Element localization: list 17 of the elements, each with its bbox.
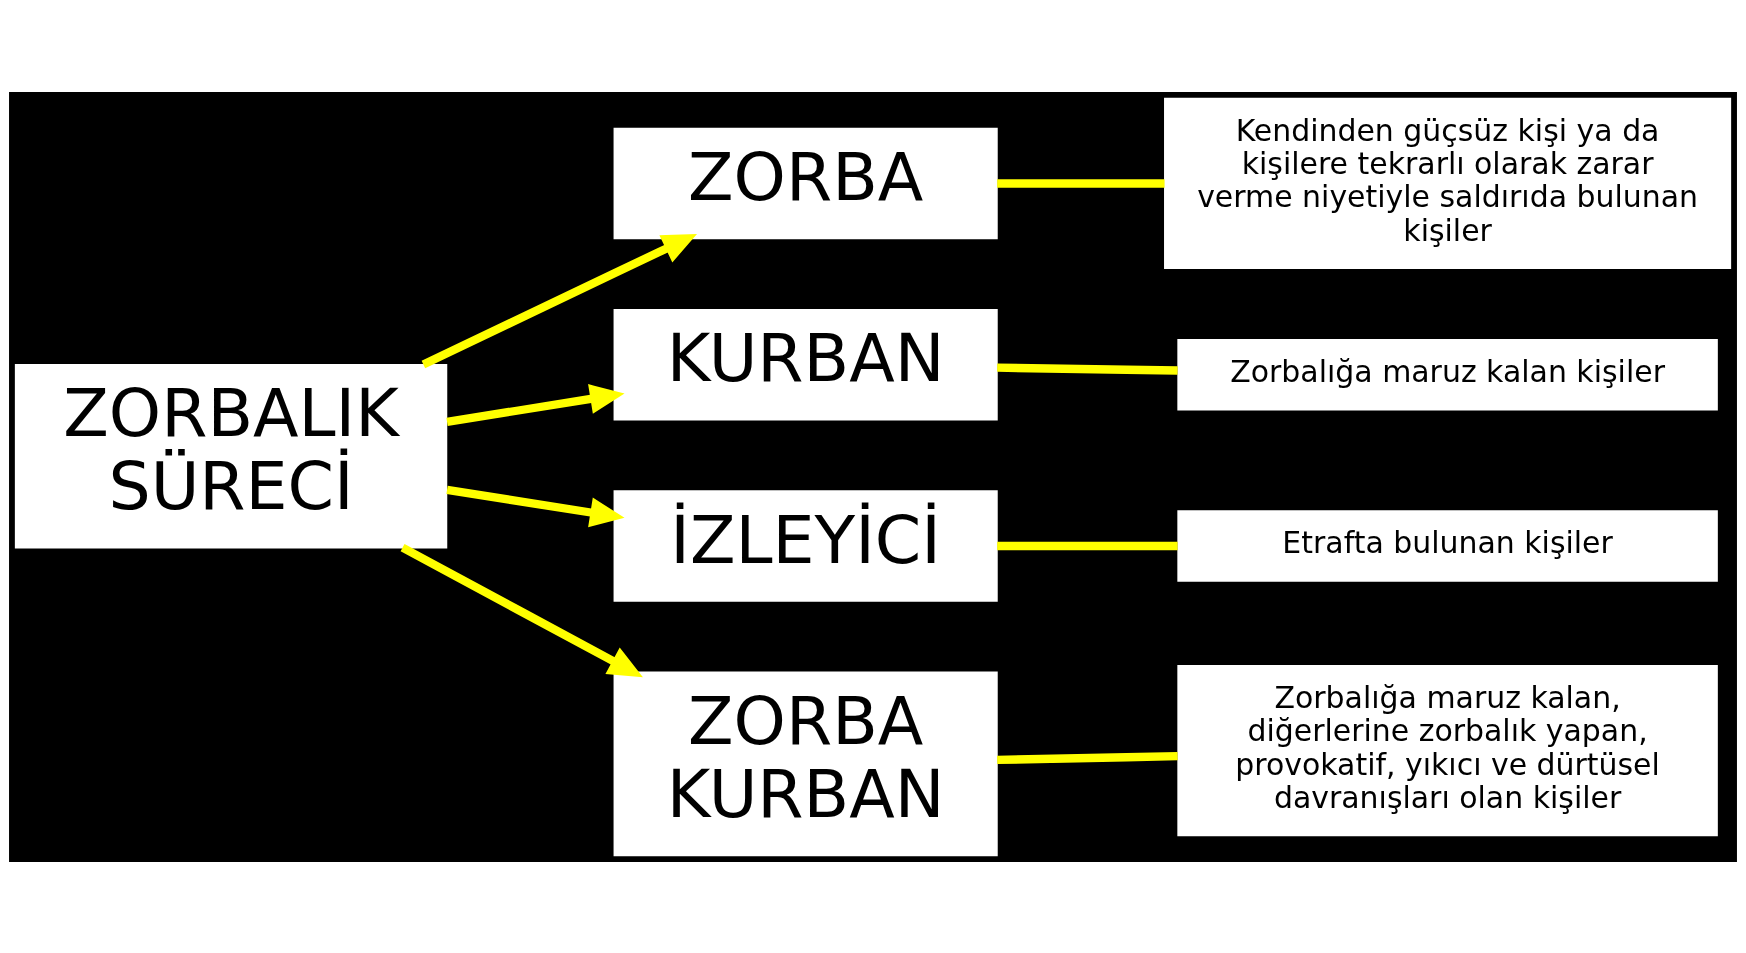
node-box: İZLEYİCİ (613, 489, 998, 602)
connector (997, 178, 1165, 188)
arrow (446, 383, 625, 426)
arrow (400, 543, 643, 677)
connector (997, 541, 1178, 550)
node-box: Zorbalığa maruz kalan, diğerlerine zorbalık yapan, provokatif, yıkıcı ve dürtüsel davranışları olan kişiler (1177, 664, 1718, 836)
connector (997, 363, 1178, 375)
node-box: ZORBA (613, 127, 998, 239)
arrow (421, 233, 697, 368)
arrow (446, 485, 625, 527)
node-box: ZORBA KURBAN (613, 671, 998, 856)
node-box: ZORBALIK SÜRECİ (14, 363, 448, 548)
node-box: KURBAN (613, 308, 998, 420)
node-box: Kendinden güçsüz kişi ya da kişilere tekrarlı olarak zarar verme niyetiyle saldırıda bulunan kişiler (1164, 97, 1732, 269)
node-box: Zorbalığa maruz kalan kişiler (1177, 338, 1718, 410)
node-box: Etrafta bulunan kişiler (1177, 509, 1718, 582)
connector (997, 751, 1178, 764)
